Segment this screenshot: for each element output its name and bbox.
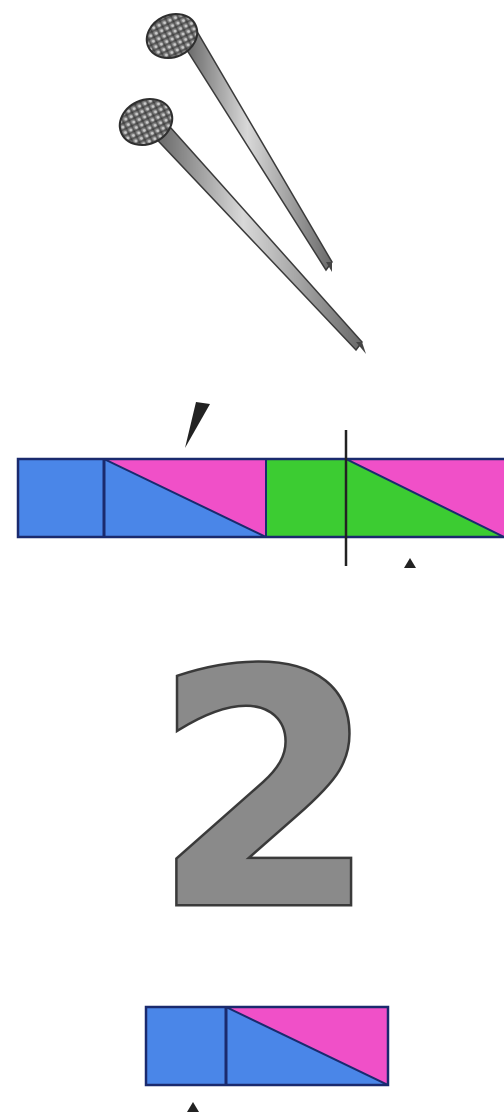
color-strip-small [146, 1007, 388, 1085]
strip-square-blue [18, 459, 104, 537]
strip-square-green [266, 459, 346, 537]
strip-triangle-green-magenta [346, 459, 504, 537]
step-number: 2 [152, 602, 378, 981]
color-strip-main [18, 430, 504, 566]
small-triangle-blue-magenta [226, 1007, 388, 1085]
strip-triangle-blue-magenta [104, 459, 266, 537]
triangle-pointer-small-icon [187, 1102, 199, 1112]
triangle-pointer-icon [404, 558, 416, 568]
nails-icon [112, 6, 366, 354]
tick-mark-icon [185, 402, 210, 448]
small-square-blue [146, 1007, 226, 1085]
